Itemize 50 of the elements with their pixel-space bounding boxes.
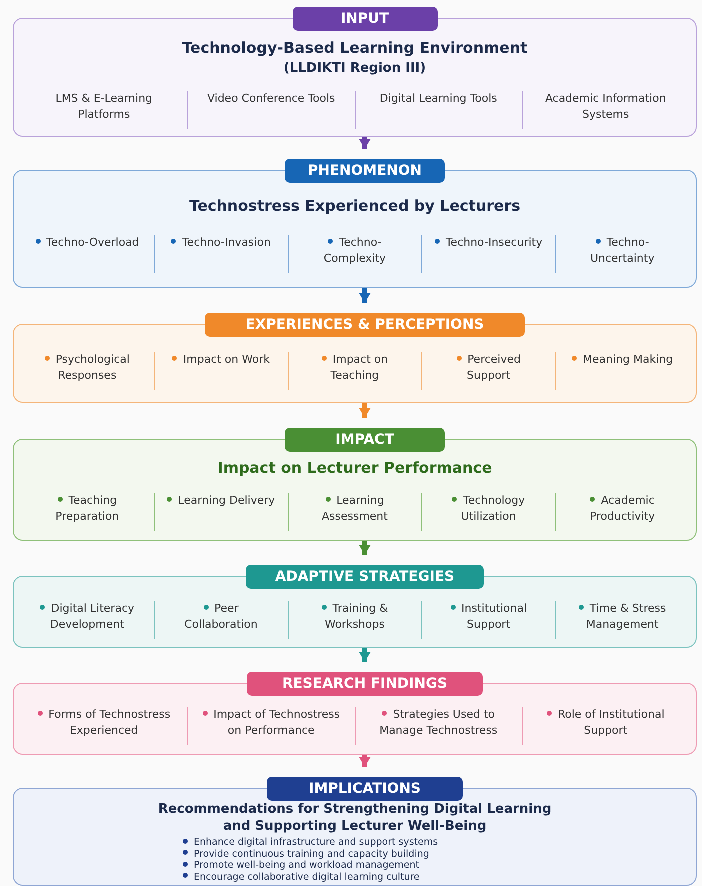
arrow [359,403,371,418]
bullet-item: Techno-Complexity [322,235,388,267]
section-subtitle: Technology-Based Learning Environment [182,39,528,58]
bullet-item: Techno-Insecurity [434,235,543,251]
item-text: Video Conference Tools [207,91,336,107]
item-text: Digital Learning Tools [380,91,498,107]
section-subtitle: Technostress Experienced by Lecturers [189,197,521,216]
bullet-item: Institutional Support [434,601,543,633]
arrow [359,137,371,149]
bullet-item: Encourage collaborative digital learning culture [183,872,438,883]
bullet-item: Learning Assessment [320,493,389,525]
section-tag: IMPACT [285,428,445,452]
section-tag: EXPERIENCES & PERCEPTIONS [205,313,525,337]
item-text: LMS & E-Learning Platforms [54,91,154,123]
bullet-item: Enhance digital infrastructure and support systems [183,837,438,848]
item-text: Academic Information Systems [544,91,668,123]
bullet-item: Promote well-being and workload management [183,860,438,872]
bullet-item: Digital Literacy Development [33,601,142,633]
section-tag: IMPLICATIONS [267,777,463,801]
bullet-item: Forms of Technostress Experienced [29,707,180,739]
bullet-item: Impact on Teaching [300,352,409,384]
bullet-item: Training & Workshops [300,601,409,633]
bullet-item: Academic Productivity [588,493,656,525]
bullet-item: Role of Institutional Support [530,707,681,739]
section-tag: INPUT [292,7,438,31]
bullet-item: Provide continuous training and capacity building [183,848,438,860]
bullet-item: Teaching Preparation [54,493,120,525]
arrow [359,288,371,303]
bullet-item: Peer Collaboration [184,601,259,633]
bullet-item: Strategies Used to Manage Technostress [378,707,499,739]
arrow [359,755,371,767]
section-tag: RESEARCH FINDINGS [247,672,483,696]
bullet-item: Techno-Overload [36,235,140,251]
bullet-item: Technology Utilization [434,493,543,525]
section-tag: PHENOMENON [285,159,445,183]
section-subtitle: Recommendations for Strengthening Digital Learning and Supporting Lecturer Well-Being [157,801,553,835]
bullet-item: Perceived Support [434,352,543,384]
bullet-item: Techno-Uncertainty [589,235,656,267]
bullet-item: Time & Stress Management [568,601,677,633]
bullet-item: Techno-Invasion [171,235,271,251]
arrow [359,648,371,662]
section-subtitle: Impact on Lecturer Performance [218,459,492,478]
section-subtitle: (LLDIKTI Region III) [284,60,426,77]
section-tag: ADAPTIVE STRATEGIES [246,565,484,589]
bullet-item: Meaning Making [572,352,674,368]
bullet-item: Impact on Work [172,352,270,368]
arrow [359,541,371,555]
bullet-item: Learning Delivery [167,493,276,509]
bullet-item: Psychological Responses [33,352,142,384]
bullet-item: Impact of Technostress on Performance [196,707,346,739]
